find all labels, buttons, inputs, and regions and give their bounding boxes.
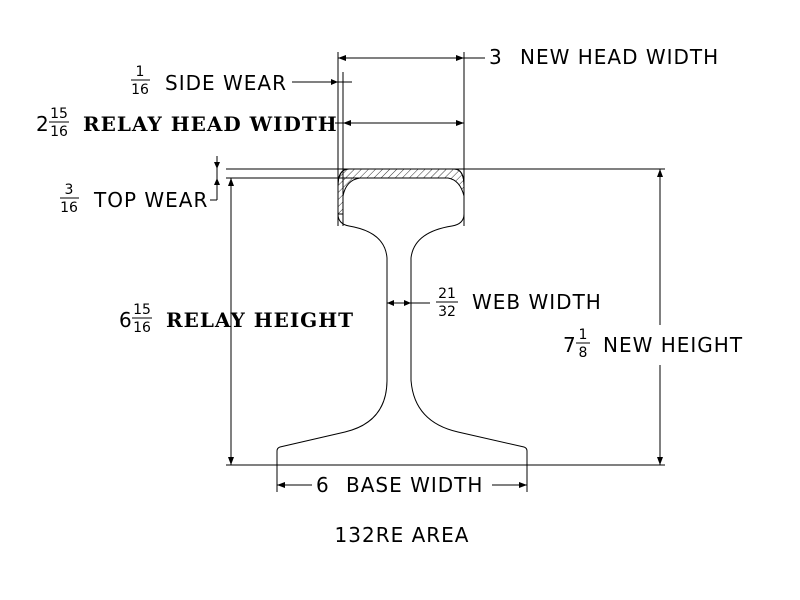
relay-height-num: 15 bbox=[133, 302, 151, 318]
arrow-base-right bbox=[519, 482, 527, 488]
diagram-caption: 132RE AREA bbox=[335, 523, 470, 547]
new-height-num: 1 bbox=[579, 327, 588, 343]
arrow-relay-head-right bbox=[456, 120, 464, 126]
arrow-web-left bbox=[387, 300, 394, 306]
relay-height-whole: 6 bbox=[119, 308, 132, 332]
side-wear-label: SIDE WEAR bbox=[165, 71, 287, 95]
web-width-num: 21 bbox=[438, 286, 456, 302]
side-wear-den: 16 bbox=[131, 82, 149, 98]
new-height-whole: 7 bbox=[563, 333, 576, 357]
new-head-width-value: 3 bbox=[489, 45, 503, 69]
arrow-new-head-right bbox=[456, 55, 464, 61]
arrow-new-head-left bbox=[338, 55, 346, 61]
relay-height-label: RELAY HEIGHT bbox=[166, 308, 354, 332]
new-height-den: 8 bbox=[579, 345, 588, 361]
relay-head-width-whole: 2 bbox=[36, 112, 49, 136]
rail-profile-outline bbox=[276, 168, 528, 466]
new-head-width-label: NEW HEAD WIDTH bbox=[520, 45, 719, 69]
arrow-web-right bbox=[404, 300, 411, 306]
arrow-new-height-bottom bbox=[657, 457, 663, 465]
top-wear-den: 16 bbox=[60, 200, 78, 216]
arrow-side-wear bbox=[331, 79, 338, 85]
top-wear-num: 3 bbox=[65, 182, 74, 198]
new-height-label: NEW HEIGHT bbox=[603, 333, 743, 357]
head-wear-hatch bbox=[337, 168, 465, 215]
relay-head-width-num: 15 bbox=[50, 106, 68, 122]
web-width-den: 32 bbox=[438, 304, 456, 320]
side-wear-num: 1 bbox=[136, 64, 145, 80]
arrow-relay-height-top bbox=[228, 178, 234, 186]
arrow-new-height-top bbox=[657, 169, 663, 177]
relay-head-width-label: RELAY HEAD WIDTH bbox=[83, 112, 338, 136]
relay-height-den: 16 bbox=[133, 320, 151, 336]
base-width-label: BASE WIDTH bbox=[346, 473, 483, 497]
arrow-base-left bbox=[277, 482, 285, 488]
arrow-relay-head-left bbox=[343, 120, 351, 126]
arrow-top-wear-up bbox=[214, 178, 220, 185]
base-width-value: 6 bbox=[316, 473, 330, 497]
web-width-label: WEB WIDTH bbox=[472, 290, 602, 314]
arrow-top-wear-down bbox=[214, 162, 220, 169]
relay-head-width-den: 16 bbox=[50, 124, 68, 140]
arrow-relay-height-bottom bbox=[228, 457, 234, 465]
top-wear-label: TOP WEAR bbox=[93, 188, 208, 212]
